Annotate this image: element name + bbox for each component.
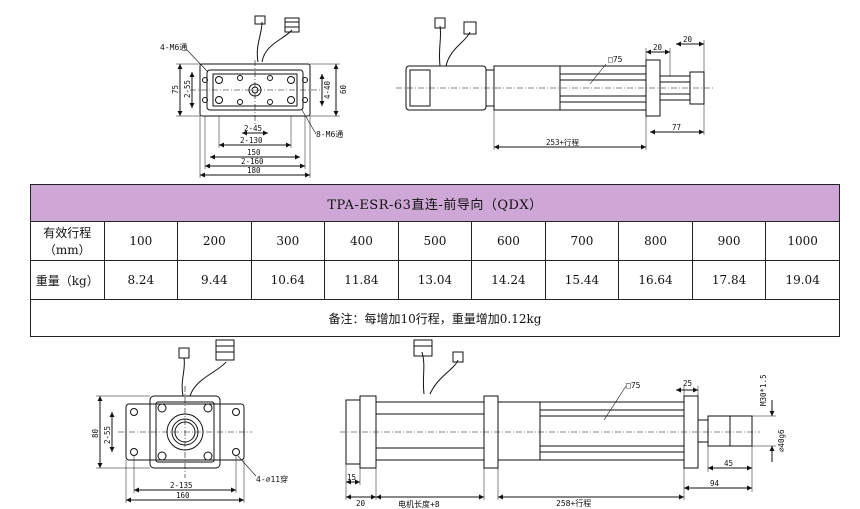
stroke-cell: 300 xyxy=(250,221,326,261)
table-note: 备注：每增加10行程，重量增加0.12kg xyxy=(30,299,840,337)
table-title: TPA-ESR-63直连-前导向（QDX） xyxy=(30,184,840,222)
weight-cell: 9.44 xyxy=(177,260,252,300)
svg-text:80: 80 xyxy=(91,428,100,438)
svg-text:M30*1.5: M30*1.5 xyxy=(759,374,768,406)
weight-cell: 15.44 xyxy=(544,260,620,300)
svg-text:25: 25 xyxy=(683,379,692,388)
bottom-left-labels: 80 2-55 2-135 160 4-∅11穿 xyxy=(91,426,288,500)
stroke-cell: 100 xyxy=(103,221,179,261)
stroke-cell: 200 xyxy=(177,221,252,261)
label-8-m6: 8-M6通 xyxy=(316,129,343,139)
top-left-end-view xyxy=(176,15,340,178)
svg-text:20: 20 xyxy=(653,43,663,52)
weight-cell: 16.64 xyxy=(618,260,693,300)
top-right-side-view xyxy=(396,17,715,150)
svg-text:45: 45 xyxy=(724,459,733,468)
label-4-m6: 4-M6通 xyxy=(160,42,187,52)
bottom-left-end-view xyxy=(96,339,257,503)
stroke-cell: 1000 xyxy=(765,221,840,261)
svg-text:2-55: 2-55 xyxy=(103,426,112,444)
stroke-cell: 400 xyxy=(324,221,399,261)
svg-text:□75: □75 xyxy=(608,55,623,64)
svg-text:□75: □75 xyxy=(626,381,641,390)
bottom-right-labels: □75 25 M30*1.5 ∅40g6 45 94 15 20 电机长度+8 … xyxy=(347,374,786,509)
weight-cell: 14.24 xyxy=(471,260,546,300)
svg-text:4-∅11穿: 4-∅11穿 xyxy=(256,474,288,484)
svg-text:2-130: 2-130 xyxy=(240,136,263,145)
svg-text:253+行程: 253+行程 xyxy=(546,137,580,147)
stroke-cell: 500 xyxy=(397,221,473,261)
weight-cell: 11.84 xyxy=(324,260,399,300)
svg-text:2-160: 2-160 xyxy=(241,157,264,166)
top-right-labels: □75 20 20 77 253+行程 xyxy=(546,35,693,147)
spec-table: TPA-ESR-63直连-前导向（QDX） 有效行程（mm） 100 200 3… xyxy=(30,184,840,337)
weight-cell: 13.04 xyxy=(397,260,473,300)
stroke-cell: 900 xyxy=(691,221,767,261)
svg-text:2-45: 2-45 xyxy=(244,124,262,133)
stroke-cell: 700 xyxy=(544,221,620,261)
table-row-weight: 重量（kg） 8.24 9.44 10.64 11.84 13.04 14.24… xyxy=(30,260,840,300)
weight-cell: 8.24 xyxy=(103,260,179,300)
stroke-header: 有效行程（mm） xyxy=(30,221,105,261)
stroke-cell: 800 xyxy=(618,221,693,261)
svg-text:60: 60 xyxy=(339,84,348,94)
svg-text:150: 150 xyxy=(247,148,261,157)
svg-text:2-55: 2-55 xyxy=(183,80,192,98)
svg-text:4-40: 4-40 xyxy=(323,80,332,99)
svg-text:258+行程: 258+行程 xyxy=(556,498,591,508)
svg-text:电机长度+8: 电机长度+8 xyxy=(398,499,440,509)
svg-text:2-135: 2-135 xyxy=(170,481,193,490)
weight-header: 重量（kg） xyxy=(30,260,105,300)
svg-text:75: 75 xyxy=(171,85,180,94)
svg-text:94: 94 xyxy=(710,479,720,488)
svg-text:20: 20 xyxy=(683,35,693,44)
bottom-right-side-view xyxy=(340,339,776,500)
svg-text:77: 77 xyxy=(672,123,681,132)
stroke-cell: 600 xyxy=(471,221,546,261)
svg-text:15: 15 xyxy=(347,473,356,482)
weight-cell: 19.04 xyxy=(765,260,840,300)
svg-text:180: 180 xyxy=(247,166,261,175)
top-left-labels: 4-M6通 8-M6通 75 2-55 4-40 60 2-45 2-130 1… xyxy=(160,42,348,175)
table-row-stroke: 有效行程（mm） 100 200 300 400 500 600 700 800… xyxy=(30,221,840,261)
weight-cell: 10.64 xyxy=(250,260,326,300)
svg-text:20: 20 xyxy=(356,499,366,508)
weight-cell: 17.84 xyxy=(691,260,767,300)
svg-text:160: 160 xyxy=(176,491,190,500)
svg-text:∅40g6: ∅40g6 xyxy=(777,429,786,452)
